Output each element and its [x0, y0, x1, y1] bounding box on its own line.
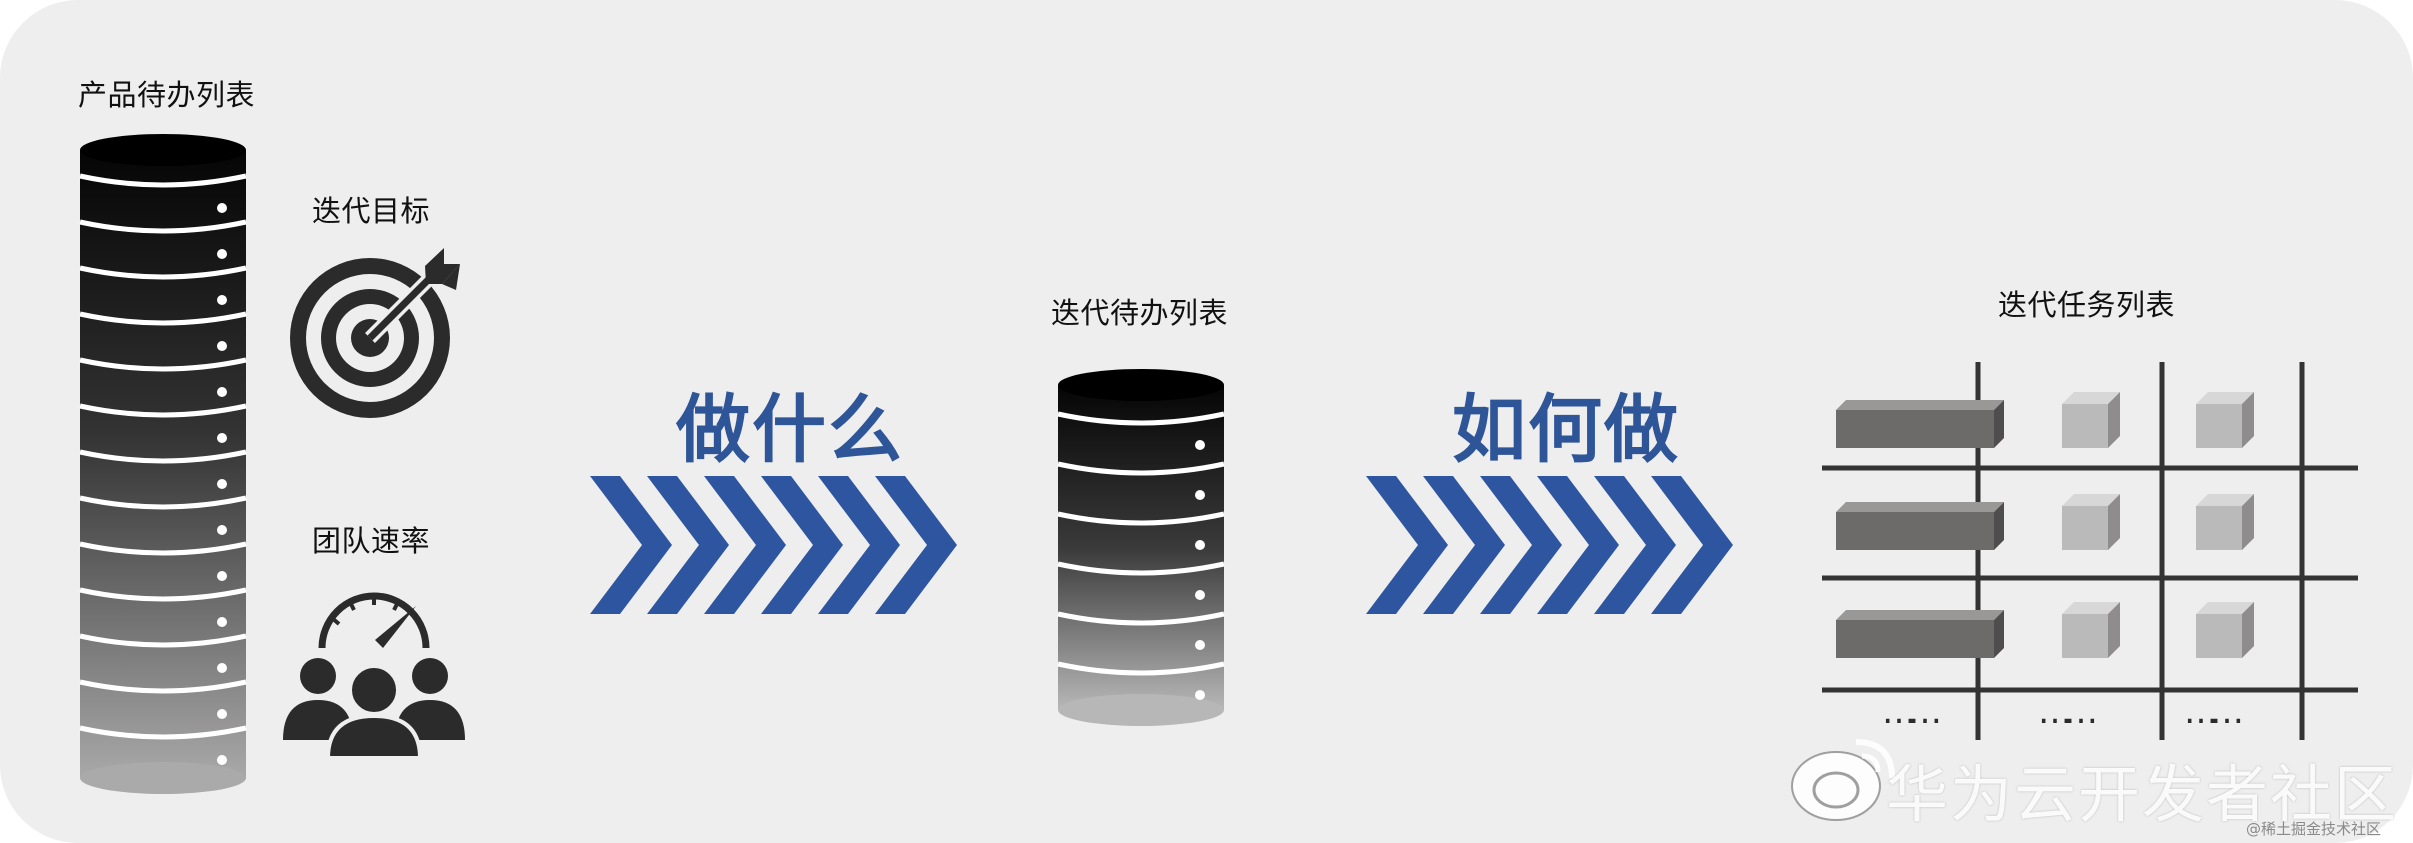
how-chevron-arrow-icon: [1366, 476, 1733, 614]
task-grid-dots-col2: ……: [2038, 692, 2090, 732]
task-grid-dots-col3: ……: [2184, 692, 2236, 732]
weibo-icon: [1792, 742, 1892, 820]
sprint-backlog-server-stack-icon: [1058, 369, 1224, 726]
task-grid-dots-col1: ……: [1882, 692, 1934, 732]
watermark-sub: @稀土掘金技术社区: [2246, 818, 2381, 839]
target-icon: [290, 248, 460, 418]
product-backlog-server-stack-icon: [80, 134, 246, 794]
task-grid-icon: [1822, 362, 2358, 740]
team-speedometer-icon: [283, 596, 465, 758]
what-chevron-arrow-icon: [590, 476, 957, 614]
